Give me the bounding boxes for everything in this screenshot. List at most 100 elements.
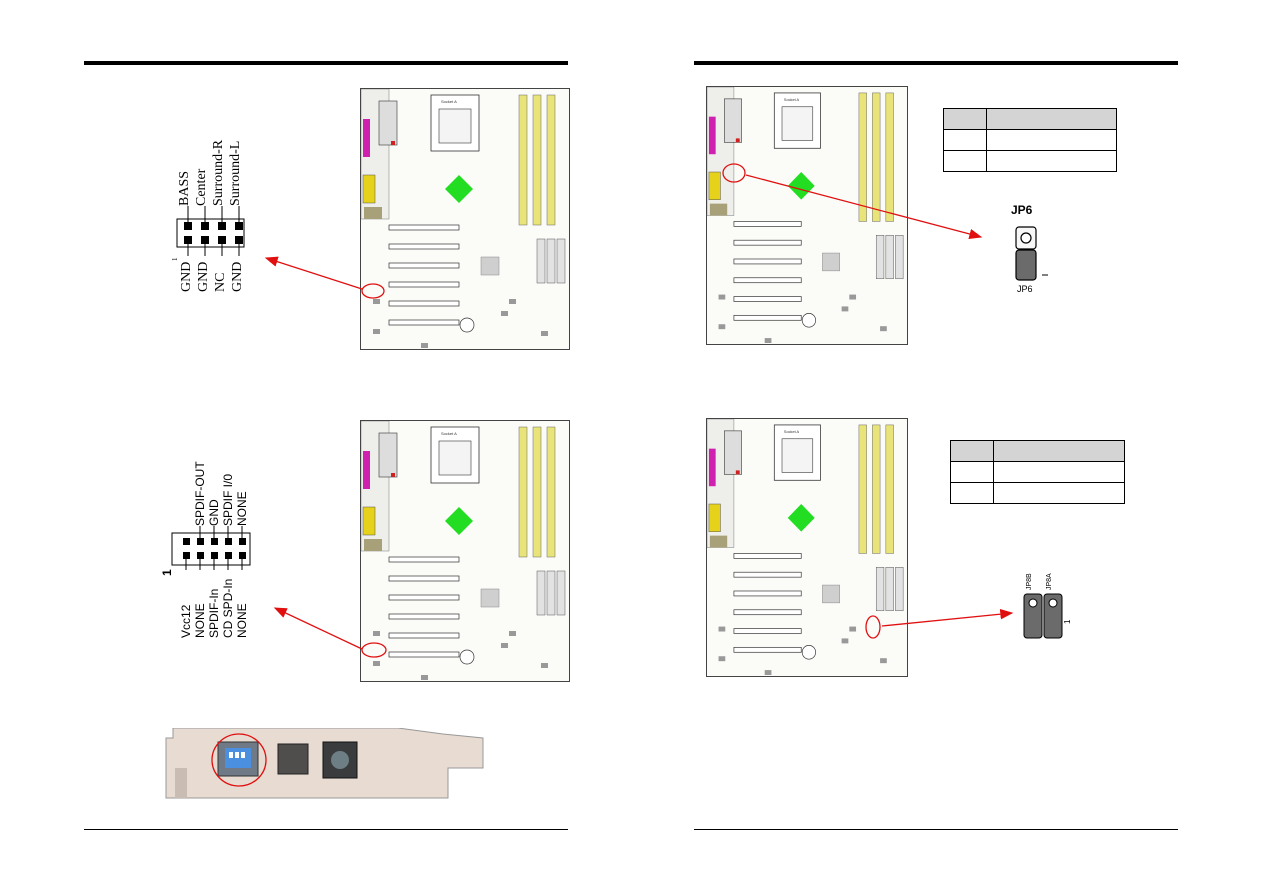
dimm-slot <box>858 92 867 222</box>
socket-label: Socket A <box>441 431 457 436</box>
south-bridge-chip <box>480 256 500 276</box>
ide-connector <box>875 567 885 612</box>
jp6-title: JP6 <box>1011 203 1033 217</box>
jp6-table-cell <box>986 150 1117 172</box>
cpu-socket-inner <box>438 108 472 144</box>
jp8-table-header-cell <box>950 440 994 462</box>
jp6-table-cell <box>986 129 1117 151</box>
motherboard-diagram-1: Socket A <box>360 88 570 350</box>
jp8-jumper <box>1023 593 1063 639</box>
expansion-slot <box>388 300 460 307</box>
dimm-slot <box>532 426 542 558</box>
dimm-slot <box>546 426 556 558</box>
small-component <box>541 663 548 668</box>
dimm-slot <box>872 92 881 222</box>
small-component <box>373 299 380 304</box>
north-bridge-chip <box>445 507 473 535</box>
north-bridge-chip <box>787 504 815 532</box>
audio-jacks <box>364 207 382 219</box>
jp8-table-cell <box>993 461 1125 483</box>
small-component <box>421 675 428 680</box>
small-component <box>373 631 380 636</box>
south-bridge-chip <box>480 588 500 608</box>
spdif-header-pin1-label: 1 <box>160 569 174 576</box>
expansion-slot <box>733 296 802 302</box>
jp8-pin1-label: 1 <box>1063 619 1072 624</box>
expansion-slot <box>388 632 460 639</box>
jp6-setting-table <box>943 108 1117 172</box>
spdif-header-top-label: GND <box>207 499 221 526</box>
jp6-jumper <box>1015 226 1048 281</box>
expansion-slot <box>388 243 460 250</box>
atx-power-connector <box>724 98 742 143</box>
socket-label: Socket A <box>441 99 457 104</box>
small-component <box>841 306 849 312</box>
spdif-header-top-label: SPDIF I/0 <box>221 473 235 526</box>
dimm-slot <box>885 424 894 554</box>
audio-header-pin1-label: 1 <box>171 257 179 262</box>
spdif-header-connector <box>171 526 251 570</box>
small-component <box>421 343 428 348</box>
small-component <box>718 656 726 662</box>
serial-port <box>708 171 721 200</box>
serial-port <box>362 174 376 204</box>
jp6-table-cell <box>943 150 987 172</box>
north-bridge-chip <box>445 175 473 203</box>
small-component <box>849 626 857 632</box>
socket-label: Socket A <box>784 429 800 434</box>
audio-header-bottom-label: NC <box>213 272 228 292</box>
ide-connector <box>536 570 546 616</box>
dimm-slot <box>518 426 528 558</box>
expansion-slot <box>733 628 802 634</box>
atx-power-connector <box>378 100 398 146</box>
dimm-slot <box>546 94 556 226</box>
expansion-slot <box>388 613 460 620</box>
dimm-slot <box>518 94 528 226</box>
cmos-battery <box>459 649 475 665</box>
dimm-slot <box>532 94 542 226</box>
small-component <box>764 338 772 344</box>
audio-header-bottom-label: GND <box>230 261 245 292</box>
atx-power-connector <box>378 432 398 478</box>
jp8-label-b: JP8B <box>1026 573 1033 590</box>
ide-connector <box>546 238 556 284</box>
expansion-slot <box>733 646 802 653</box>
jp6-table-cell <box>943 129 987 151</box>
socket-label: Socket A <box>784 97 800 102</box>
expansion-slot <box>388 319 460 326</box>
right-page-top-rule <box>694 61 1178 65</box>
audio-jacks <box>364 539 382 551</box>
audio-header-top-label: BASS <box>177 170 192 206</box>
small-component <box>509 631 516 636</box>
dimm-slot <box>885 92 894 222</box>
spdif-header-bottom-label: SPDIF-In <box>207 588 221 638</box>
audio-header-bottom-label: GND <box>196 261 211 292</box>
audio-header-bottom-label: GND <box>179 261 194 292</box>
small-component <box>764 670 772 676</box>
jp8-table-cell <box>993 482 1125 504</box>
dimm-slot <box>858 424 867 554</box>
motherboard-diagram-2: Socket A <box>360 420 570 682</box>
expansion-slot <box>733 277 802 284</box>
small-component <box>541 331 548 336</box>
spdif-header-bottom-label: NONE <box>193 603 207 638</box>
spdif-header-bottom-label: CD SPD-In <box>221 578 235 638</box>
jp8-label-a: JP8A <box>1046 573 1053 590</box>
dimm-slot <box>872 424 881 554</box>
expansion-slot <box>733 590 802 597</box>
expansion-slot <box>733 571 802 578</box>
south-bridge-chip <box>822 252 840 272</box>
jp6-table-header-cell <box>943 108 987 130</box>
audio-header-top-label: Surround-R <box>211 139 226 206</box>
right-page-bottom-rule <box>694 829 1178 830</box>
expansion-slot <box>388 594 460 601</box>
power-led <box>391 141 395 145</box>
expansion-slot <box>388 224 460 231</box>
small-component <box>373 661 380 666</box>
jp8-table-cell <box>950 482 994 504</box>
spdif-header-bottom-label: Vcc12 <box>179 604 193 638</box>
power-led <box>735 470 740 475</box>
jp6-caption: JP6 <box>1017 284 1033 294</box>
small-component <box>373 329 380 334</box>
small-component <box>501 643 508 648</box>
